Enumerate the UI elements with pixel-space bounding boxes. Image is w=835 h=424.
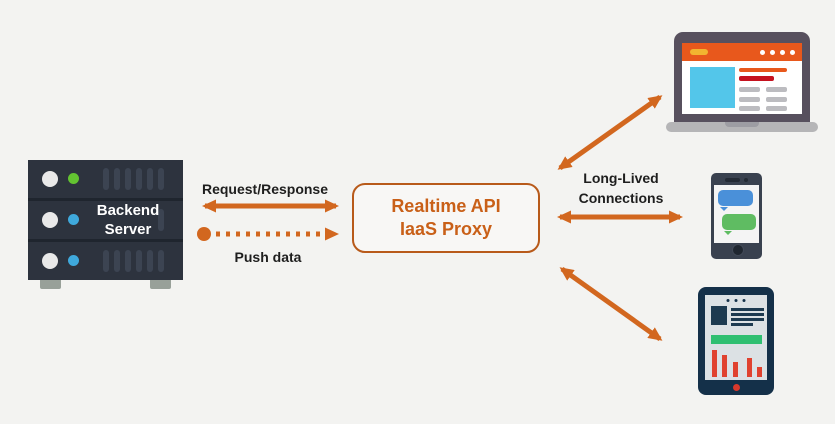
server-led-blue bbox=[68, 214, 79, 225]
laptop-webpage bbox=[682, 43, 802, 114]
push-data-label: Push data bbox=[234, 249, 302, 265]
laptop-notch bbox=[725, 122, 759, 127]
tablet-dashboard-icon bbox=[698, 287, 774, 395]
server-led-blue bbox=[68, 255, 79, 266]
server-led-green bbox=[68, 173, 79, 184]
proxy-label-line2: IaaS Proxy bbox=[399, 219, 493, 239]
server-led-white bbox=[42, 253, 58, 269]
phone-camera bbox=[744, 178, 748, 182]
request-response-label: Request/Response bbox=[201, 181, 329, 197]
tablet-home-button bbox=[732, 384, 740, 391]
backend-server-label: Backend Server bbox=[96, 202, 160, 238]
webpage-subtitle-bar bbox=[739, 76, 774, 81]
server-foot bbox=[40, 280, 61, 289]
server-rack-icon bbox=[28, 160, 183, 280]
server-led-white bbox=[42, 212, 58, 228]
tablet-green-banner bbox=[711, 335, 762, 344]
long-lived-connections-label: Long-Lived Connections bbox=[578, 170, 664, 206]
laptop-screen bbox=[674, 32, 810, 122]
push-data-origin-dot bbox=[197, 227, 211, 241]
phone-screen bbox=[714, 185, 759, 243]
webpage-content bbox=[682, 61, 802, 114]
server-unit-top bbox=[28, 160, 183, 198]
chat-bubble-green bbox=[722, 214, 756, 235]
laptop-browser-icon bbox=[666, 32, 818, 132]
server-unit-bottom bbox=[28, 242, 183, 280]
webpage-image-placeholder bbox=[690, 67, 735, 108]
tablet-article-thumbnail bbox=[711, 306, 727, 325]
server-led-white bbox=[42, 171, 58, 187]
phone-chat-icon bbox=[711, 173, 762, 259]
webpage-menu-dots bbox=[760, 50, 795, 55]
tablet-bar-chart bbox=[705, 350, 767, 377]
server-foot bbox=[150, 280, 171, 289]
server-unit-middle bbox=[28, 201, 183, 239]
proxy-label-line1: Realtime API bbox=[391, 196, 501, 216]
webpage-logo-pill bbox=[690, 49, 708, 55]
webpage-header bbox=[682, 43, 802, 61]
backend-server-node: Backend Server bbox=[28, 160, 183, 290]
tablet-menu-dots bbox=[726, 299, 746, 302]
laptop-base bbox=[666, 122, 818, 132]
realtime-api-proxy-node: Realtime API IaaS Proxy bbox=[352, 183, 540, 253]
phone-home-button bbox=[731, 244, 744, 256]
tablet-screen bbox=[705, 295, 767, 380]
proxy-tablet-arrow bbox=[559, 266, 663, 342]
webpage-title-bar bbox=[739, 68, 787, 72]
proxy-laptop-arrow bbox=[557, 94, 663, 171]
chat-bubble-blue bbox=[718, 190, 753, 211]
phone-speaker bbox=[725, 178, 740, 182]
